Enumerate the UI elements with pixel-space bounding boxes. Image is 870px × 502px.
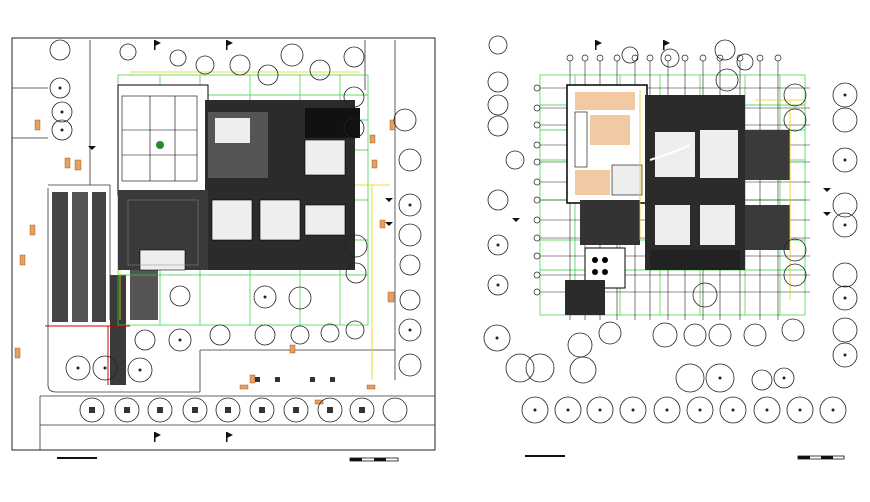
right-scale-bars: [525, 455, 845, 460]
left-markers: [88, 40, 393, 442]
right-tree-centres: [495, 93, 847, 412]
left-trees: [49, 39, 422, 423]
right-building: [565, 84, 790, 315]
right-yellow-lines: [639, 90, 805, 300]
left-tree-centres: [58, 86, 412, 372]
right-axis-bubbles: [533, 54, 782, 296]
right-markers: [512, 40, 831, 222]
site-plan-right: [483, 35, 858, 460]
left-street-lamps: [89, 377, 365, 413]
left-parking-area: [45, 192, 158, 385]
left-scale-bars: [57, 457, 399, 462]
left-orange-marks: [14, 119, 396, 405]
right-trees: [483, 35, 858, 424]
left-building: [117, 84, 360, 271]
left-site-boundary: [11, 37, 436, 451]
site-plan-left: [11, 37, 436, 462]
